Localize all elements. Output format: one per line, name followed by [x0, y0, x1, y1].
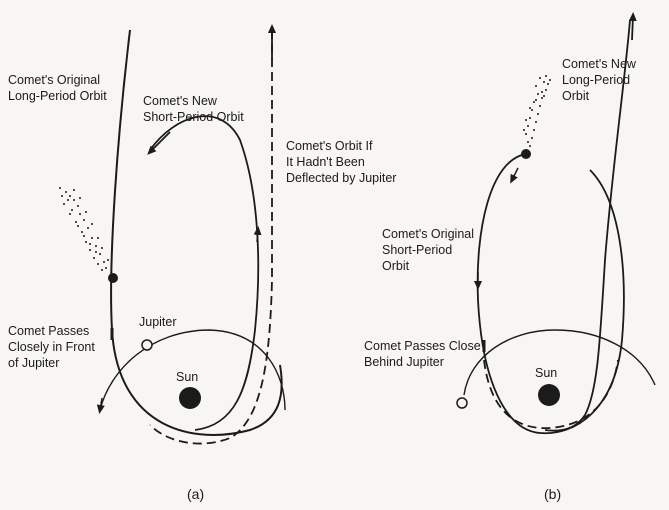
sun-a — [179, 387, 201, 409]
comet-nucleus-a — [108, 273, 118, 283]
original-orbit-arrow-b — [510, 167, 519, 184]
label-undeflected-orbit-a: Comet's Orbit If It Hadn't Been Deflecte… — [286, 139, 397, 185]
jupiter-orbit-arc-b — [463, 329, 656, 396]
new-short-period-orbit-a — [149, 115, 260, 431]
new-orbit-side-arrow-a — [253, 226, 262, 243]
undeflected-orbit-a — [149, 30, 273, 445]
label-sun-b: Sun — [535, 366, 558, 380]
caption-a: (a) — [187, 486, 205, 502]
label-new-orbit-b: Comet's New Long-Period Orbit — [562, 57, 636, 103]
label-encounter-b: Comet Passes Close Behind Jupiter — [364, 339, 481, 369]
comet-tail-a — [59, 187, 109, 271]
jupiter-b — [456, 397, 468, 409]
comet-nucleus-b — [521, 149, 531, 159]
jupiter-orbit-arrow-a — [96, 397, 105, 414]
comet-tail-b — [523, 75, 551, 147]
label-original-orbit-a: Comet's Original Long-Period Orbit — [8, 73, 107, 103]
original-long-period-orbit-a — [110, 29, 283, 436]
original-short-period-orbit-b — [476, 153, 625, 435]
jupiter-orbit-arc-a — [99, 329, 286, 411]
jupiter-a — [141, 339, 153, 351]
caption-b: (b) — [544, 486, 562, 502]
sun-b — [538, 384, 560, 406]
new-orbit-arrow-b — [628, 12, 637, 41]
label-new-orbit-a: Comet's New Short-Period Orbit — [143, 94, 244, 124]
panel-b — [456, 12, 656, 435]
label-original-orbit-b: Comet's Original Short-Period Orbit — [382, 227, 474, 273]
dashed-orbit-b — [483, 359, 619, 429]
label-encounter-a: Comet Passes Closely in Front of Jupiter — [8, 324, 95, 370]
label-sun-a: Sun — [176, 370, 199, 384]
new-long-period-orbit-b — [544, 19, 631, 432]
panel-a — [59, 24, 286, 445]
new-orbit-direction-arrow-a — [147, 131, 171, 155]
label-jupiter-a: Jupiter — [139, 315, 177, 329]
